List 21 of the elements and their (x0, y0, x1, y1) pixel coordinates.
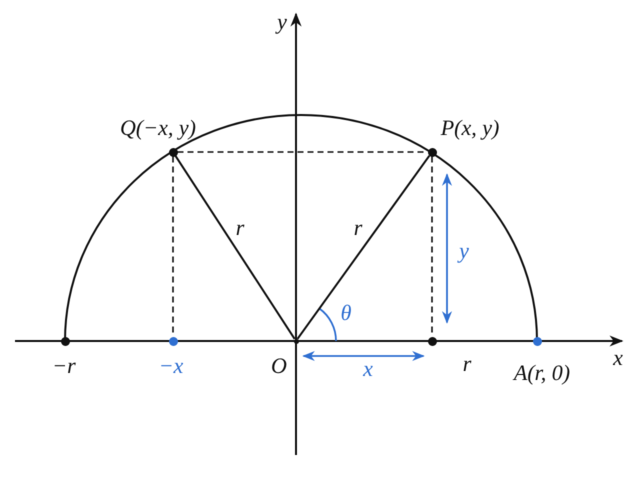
line-segment (296, 155, 430, 340)
double-arrow (442, 173, 452, 324)
axis-label: x (613, 347, 623, 369)
point-label: Q(−x, y) (120, 117, 196, 139)
point-label: −r (52, 355, 76, 377)
point-label: −x (158, 355, 184, 377)
point-dot (532, 336, 542, 346)
angle-label: θ (340, 302, 352, 324)
point-dot (428, 336, 436, 346)
axis-label: y (277, 11, 287, 33)
point-dot (428, 148, 436, 156)
radius-label: r (462, 353, 472, 375)
point-label: P(x, y) (440, 117, 500, 139)
point-label: A(r, 0) (514, 362, 570, 384)
line-segment (174, 155, 296, 340)
point-dot (60, 336, 70, 346)
origin-point (294, 338, 298, 344)
point-label: O (271, 355, 287, 377)
point-dot (168, 148, 178, 156)
double-arrow (302, 350, 425, 362)
point-dot (168, 336, 178, 346)
